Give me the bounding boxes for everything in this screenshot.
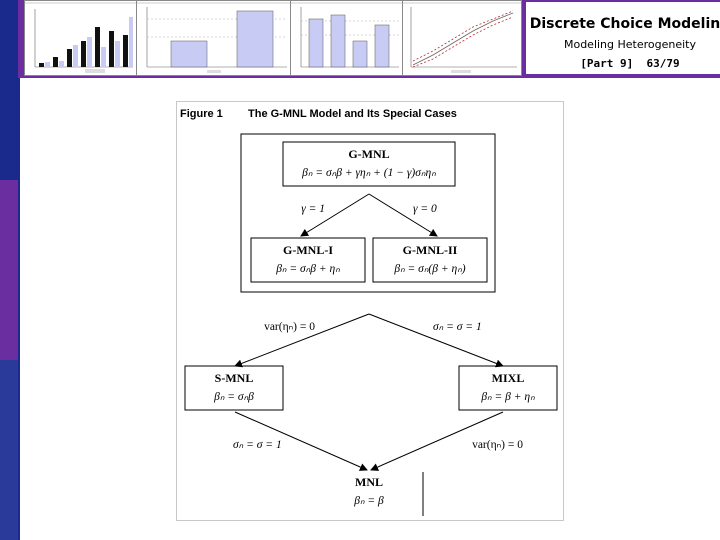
gmnl-formula: βₙ = σₙβ + γηₙ + (1 − γ)σₙηₙ xyxy=(301,167,436,179)
left-stripe-middle xyxy=(0,180,18,360)
arrow-to-smnl xyxy=(234,313,370,368)
gmnl2-formula: βₙ = σₙ(β + ηₙ) xyxy=(393,263,465,275)
cond-top-left: var(ηₙ) = 0 xyxy=(264,321,315,333)
smnl-name: S-MNL xyxy=(215,371,254,385)
arrow-to-mixl xyxy=(368,313,504,368)
left-stripe-rule xyxy=(18,0,20,540)
mixl-box xyxy=(458,365,558,411)
figure-label: Figure 1 xyxy=(180,108,223,120)
slide-subtitle: Modeling Heterogeneity xyxy=(563,38,697,51)
branch-right-label: γ = 0 xyxy=(413,203,437,215)
left-stripe-bottom xyxy=(0,360,18,540)
smnl-box xyxy=(184,365,284,411)
arrow-to-gmnl1 xyxy=(300,193,370,237)
gmnl2-box xyxy=(372,237,488,283)
thumbnail-bar-chart-two xyxy=(136,0,292,76)
gmnl1-box xyxy=(250,237,366,283)
slide-part-number: [Part 9] 63/79 xyxy=(526,57,720,70)
mnl-name: MNL xyxy=(355,475,383,489)
gmnl-box xyxy=(282,141,456,187)
cond-bottom-right: var(ηₙ) = 0 xyxy=(472,439,523,451)
top-section-frame xyxy=(240,133,496,293)
mixl-name: MIXL xyxy=(492,371,525,385)
arrow-mixl-to-mnl xyxy=(370,411,504,471)
figure-gmnl-model: Figure 1 The G-MNL Model and Its Special… xyxy=(176,101,564,521)
thumbnail-line-chart xyxy=(402,0,522,76)
mnl-formula: βₙ = β xyxy=(353,495,384,507)
mixl-formula: βₙ = β + ηₙ xyxy=(480,391,535,403)
gmnl1-name: G-MNL-I xyxy=(283,243,333,257)
thumbnail-bar-chart-grouped xyxy=(24,0,138,76)
left-stripe-top xyxy=(0,0,18,180)
gmnl2-name: G-MNL-II xyxy=(403,243,458,257)
slide-title: Discrete Choice Modeling xyxy=(529,16,720,32)
arrow-smnl-to-mnl xyxy=(234,411,368,471)
slide-title-box: Discrete Choice Modeling Modeling Hetero… xyxy=(524,0,720,76)
header-banner: Discrete Choice Modeling Modeling Hetero… xyxy=(18,0,720,78)
part-label: [Part 9] xyxy=(580,57,634,70)
gmnl-name: G-MNL xyxy=(348,147,389,161)
cond-bottom-left: σₙ = σ = 1 xyxy=(233,439,282,451)
arrow-to-gmnl2 xyxy=(368,193,438,237)
thumbnail-bar-chart-four xyxy=(290,0,404,76)
smnl-formula: βₙ = σₙβ xyxy=(213,391,254,403)
cond-top-right: σₙ = σ = 1 xyxy=(433,321,482,333)
page-counter: 63/79 xyxy=(646,57,680,70)
gmnl1-formula: βₙ = σₙβ + ηₙ xyxy=(275,263,340,275)
branch-left-label: γ = 1 xyxy=(301,203,325,215)
figure-title: The G-MNL Model and Its Special Cases xyxy=(248,108,457,120)
